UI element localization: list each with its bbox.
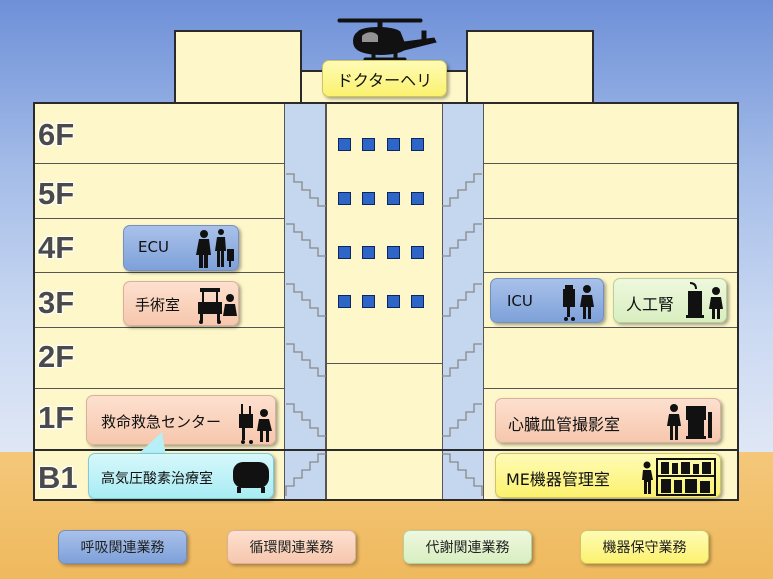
core-divider — [326, 363, 442, 364]
room-hyperbaric: 高気圧酸素治療室 — [88, 453, 274, 499]
floor-line — [484, 388, 737, 389]
floor-line — [35, 388, 284, 389]
room-angiography: 心臓血管撮影室 — [495, 398, 721, 443]
floor-label-5f: 5F — [38, 176, 75, 211]
room-ecu-label: ECU — [138, 238, 169, 256]
core-left-edge — [326, 104, 327, 499]
room-me-management: ME機器管理室 — [495, 453, 721, 498]
room-me-management-label: ME機器管理室 — [506, 470, 610, 489]
legend-metabolic: 代謝関連業務 — [403, 530, 532, 564]
equipment-shelf-icon — [642, 458, 716, 496]
dialysis-machine-icon — [686, 282, 723, 319]
right-shaft — [442, 104, 484, 499]
emergency-staff-icon — [239, 404, 272, 444]
right-tower — [466, 30, 594, 104]
room-dialysis: 人工腎 — [613, 278, 727, 323]
floor-label-3f: 3F — [38, 285, 75, 320]
window — [338, 138, 351, 151]
window — [362, 246, 375, 259]
floor-label-2f: 2F — [38, 339, 75, 374]
window — [387, 246, 400, 259]
window — [411, 192, 424, 205]
floor-label-b1: B1 — [38, 460, 78, 495]
floor-line — [484, 163, 737, 164]
floor-label-4f: 4F — [38, 230, 75, 265]
floor-line — [484, 327, 737, 328]
room-operating: 手術室 — [123, 281, 239, 326]
window — [411, 138, 424, 151]
window — [338, 295, 351, 308]
icu-staff-icon — [563, 285, 594, 321]
window — [362, 138, 375, 151]
legend-maintenance: 機器保守業務 — [580, 530, 709, 564]
window — [338, 192, 351, 205]
legend-respiratory: 呼吸関連業務 — [58, 530, 187, 564]
surgery-equipment-icon — [198, 288, 237, 324]
hyperbaric-chamber-icon — [233, 462, 269, 493]
window — [338, 246, 351, 259]
core-right-edge — [442, 104, 443, 499]
window — [411, 246, 424, 259]
window — [387, 192, 400, 205]
left-shaft — [284, 104, 326, 499]
floor-line — [35, 272, 284, 273]
ventilator-staff-icon — [196, 229, 234, 268]
room-icu: ICU — [490, 278, 604, 323]
room-angiography-label: 心臓血管撮影室 — [508, 415, 621, 434]
window — [411, 295, 424, 308]
window — [387, 138, 400, 151]
room-emergency-center-label: 救命救急センター — [101, 413, 222, 431]
legend-circulatory: 循環関連業務 — [227, 530, 356, 564]
room-hyperbaric-label: 高気圧酸素治療室 — [101, 471, 213, 487]
room-ecu: ECU — [123, 225, 239, 271]
right-stairs-icon — [442, 173, 483, 496]
floor-line — [484, 272, 737, 273]
left-tower — [174, 30, 302, 104]
ground-level-line — [35, 449, 737, 451]
floor-line — [35, 218, 284, 219]
angiography-staff-icon — [667, 404, 712, 440]
floor-line — [35, 163, 284, 164]
room-emergency-center: 救命救急センター — [86, 395, 276, 445]
floor-line — [35, 327, 284, 328]
helicopter-icon — [337, 18, 437, 62]
floor-label-1f: 1F — [38, 400, 75, 435]
room-operating-label: 手術室 — [135, 296, 181, 314]
room-icu-label: ICU — [507, 292, 533, 310]
left-stairs-icon — [285, 173, 326, 496]
window — [362, 295, 375, 308]
helipad-label: ドクターヘリ — [322, 60, 447, 97]
callout-pointer-icon — [136, 432, 166, 456]
window — [387, 295, 400, 308]
window — [362, 192, 375, 205]
floor-line — [484, 218, 737, 219]
room-dialysis-label: 人工腎 — [626, 295, 675, 314]
floor-label-6f: 6F — [38, 117, 75, 152]
